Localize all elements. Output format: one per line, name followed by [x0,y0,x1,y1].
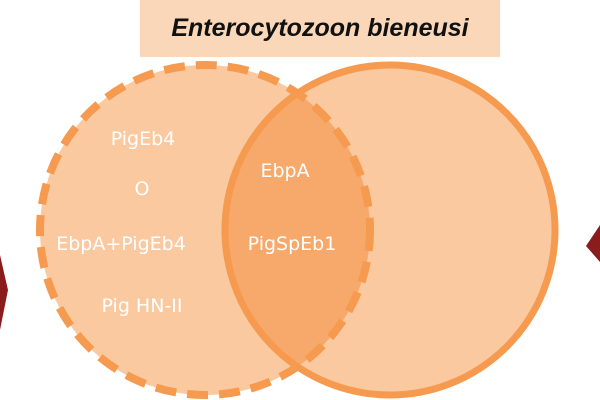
left-label: EbpA+PigEb4 [56,233,186,255]
left-arrow [0,255,8,330]
left-label: Pig HN-II [102,295,183,317]
left-circle-dashed-outline [36,61,374,399]
overlap-label: EbpA [260,160,309,182]
left-label: O [135,178,150,200]
right-circle-outline [221,61,559,399]
overlap-label: PigSpEb1 [248,233,337,255]
overlap-region [225,65,370,395]
diagram-title: Enterocytozoon bieneusi [171,14,469,42]
left-label: PigEb4 [111,128,176,150]
title-box: Enterocytozoon bieneusi [140,0,500,57]
right-arrow [586,225,600,262]
